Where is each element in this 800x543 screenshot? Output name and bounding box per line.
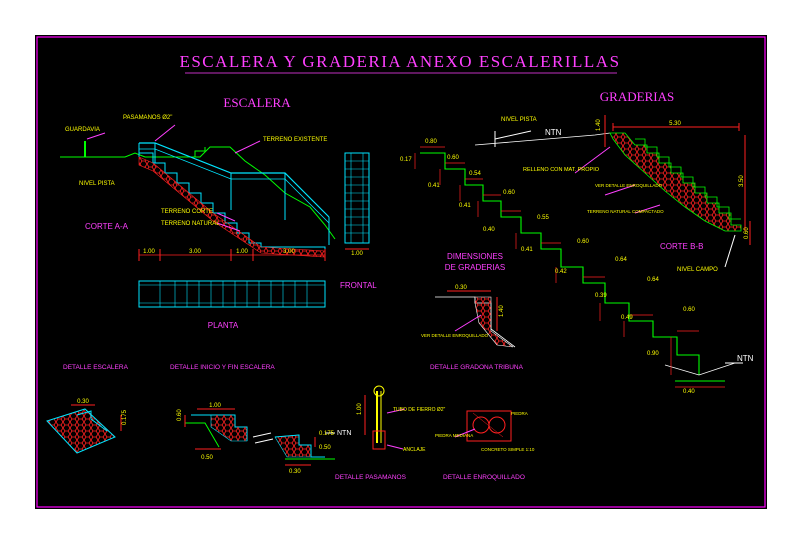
sheet-border [36, 36, 766, 508]
dim-bb-right2: 0.60 [744, 227, 750, 239]
dim-riser-2: 0.41 [428, 183, 440, 189]
label-nivel-pista: NIVEL PISTA [79, 181, 115, 187]
dim-escalera-1: 1.00 [143, 249, 155, 255]
label-concreto: CONCRETO SIMPLE 1:10 [481, 447, 535, 452]
label-terreno-corte: TERRENO CORTE [161, 209, 213, 215]
dim-step-9: 0.60 [683, 307, 695, 313]
section-graderias: GRADERIAS [600, 89, 674, 104]
label-ver-detalle: VER DETALLE ENROQUILLADO [595, 183, 663, 188]
label-tubo: TUBO DE FIERRO Ø2" [393, 407, 446, 413]
dim-frontal: 1.00 [351, 251, 363, 257]
dimensiones-graderias-diagram [414, 146, 743, 388]
label-ntn-bottom: NTN [737, 354, 754, 363]
cad-drawing: ESCALERA Y GRADERIA ANEXO ESCALERILLAS E… [36, 36, 766, 508]
label-relleno: RELLENO CON MAT. PROPIO [523, 167, 600, 173]
label-nivel-campo: NIVEL CAMPO [677, 267, 718, 273]
dim-riser-6: 0.42 [555, 269, 567, 275]
label-detalle-inicio-fin: DETALLE INICIO Y FIN ESCALERA [170, 364, 275, 371]
dim-escalera-3: 1.00 [236, 249, 248, 255]
dim-escalera-2: 3.00 [189, 249, 201, 255]
detalle-enroquillado [454, 410, 512, 442]
detalle-escalera [46, 404, 122, 454]
detalle-inicio-fin [184, 408, 335, 466]
label-dimensiones-1: DIMENSIONES [447, 252, 503, 261]
frontal-view [344, 152, 370, 250]
label-terreno-natural: TERRENO NATURAL [161, 221, 220, 227]
dim-step-8: 0.64 [647, 277, 659, 283]
dim-step-7: 0.64 [615, 257, 627, 263]
label-inicio-ntn: NTN [337, 430, 351, 437]
label-terreno-natural-bb: TERRENO NATURAL COMPACTADO [587, 209, 664, 214]
label-dimensiones-2: DE GRADERIAS [445, 263, 505, 272]
detalle-gradona [435, 290, 516, 348]
label-corte-aa: CORTE A-A [85, 222, 129, 231]
dim-detalle-escalera-2: 0.175 [122, 409, 128, 425]
label-piedra-top: PIEDRA [511, 411, 528, 416]
dim-bb-top: 5.30 [669, 121, 681, 127]
label-detalle-gradona: DETALLE GRADONA TRIBUNA [430, 364, 524, 371]
dim-escalera-4: 3.00 [283, 249, 295, 255]
label-corte-bb: CORTE B-B [660, 242, 703, 251]
label-bb-ntn: NTN [545, 128, 562, 137]
dim-pasamanos: 1.00 [357, 403, 363, 415]
dim-inicio-6: 0.50 [319, 445, 331, 451]
section-escalera: ESCALERA [223, 95, 291, 110]
dim-inicio-3: 0.60 [177, 409, 183, 421]
label-frontal: FRONTAL [340, 281, 377, 290]
dim-inicio-5: 0.30 [289, 469, 301, 475]
escalera-section-view [60, 124, 336, 261]
planta-view [138, 280, 326, 308]
dim-detalle-escalera-1: 0.30 [77, 399, 89, 405]
drawing-sheet: ESCALERA Y GRADERIA ANEXO ESCALERILLAS E… [35, 35, 767, 509]
dim-step-3: 0.54 [469, 171, 481, 177]
graderias-section-view [474, 115, 751, 268]
dim-riser-9: 0.90 [647, 351, 659, 357]
dim-riser-5: 0.41 [521, 247, 533, 253]
label-detalle-pasamanos: DETALLE PASAMANOS [335, 474, 407, 481]
label-anclaje: ANCLAJE [403, 447, 426, 453]
dim-gradona-side: 1.40 [499, 305, 505, 317]
dim-riser-4: 0.40 [483, 227, 495, 233]
label-guardavia: GUARDAVIA [65, 127, 100, 133]
drawing-title: ESCALERA Y GRADERIA ANEXO ESCALERILLAS [179, 52, 620, 71]
label-gradona-ver: VER DETALLE ENROQUILLADO [421, 333, 489, 338]
label-terreno-existente: TERRENO EXISTENTE [263, 137, 327, 143]
label-detalle-enroquillado: DETALLE ENROQUILLADO [443, 474, 525, 481]
dim-riser-1: 0.17 [400, 157, 412, 163]
dim-inicio-1: 1.00 [209, 403, 221, 409]
dim-inicio-4: 0.175 [319, 431, 335, 437]
dim-step-1: 0.80 [425, 139, 437, 145]
dim-step-4: 0.60 [503, 190, 515, 196]
detalle-pasamanos [364, 385, 406, 450]
dim-riser-7: 0.39 [595, 293, 607, 299]
label-planta: PLANTA [208, 321, 239, 330]
label-bb-nivel-pista: NIVEL PISTA [501, 117, 537, 123]
dim-riser-10: 0.40 [683, 389, 695, 395]
dim-riser-3: 0.41 [459, 203, 471, 209]
label-detalle-escalera: DETALLE ESCALERA [63, 364, 129, 371]
dim-bb-side: 1.40 [596, 119, 602, 131]
dim-inicio-2: 0.50 [201, 455, 213, 461]
dim-step-6: 0.60 [577, 239, 589, 245]
label-piedra: PIEDRA MEDIANA [435, 433, 473, 438]
dim-bb-right: 3.50 [739, 175, 745, 187]
dim-step-2: 0.60 [447, 155, 459, 161]
dim-gradona-top: 0.30 [455, 285, 467, 291]
label-pasamanos: PASAMANOS Ø2" [123, 115, 172, 121]
dim-riser-8: 0.49 [621, 315, 633, 321]
dim-step-5: 0.55 [537, 215, 549, 221]
